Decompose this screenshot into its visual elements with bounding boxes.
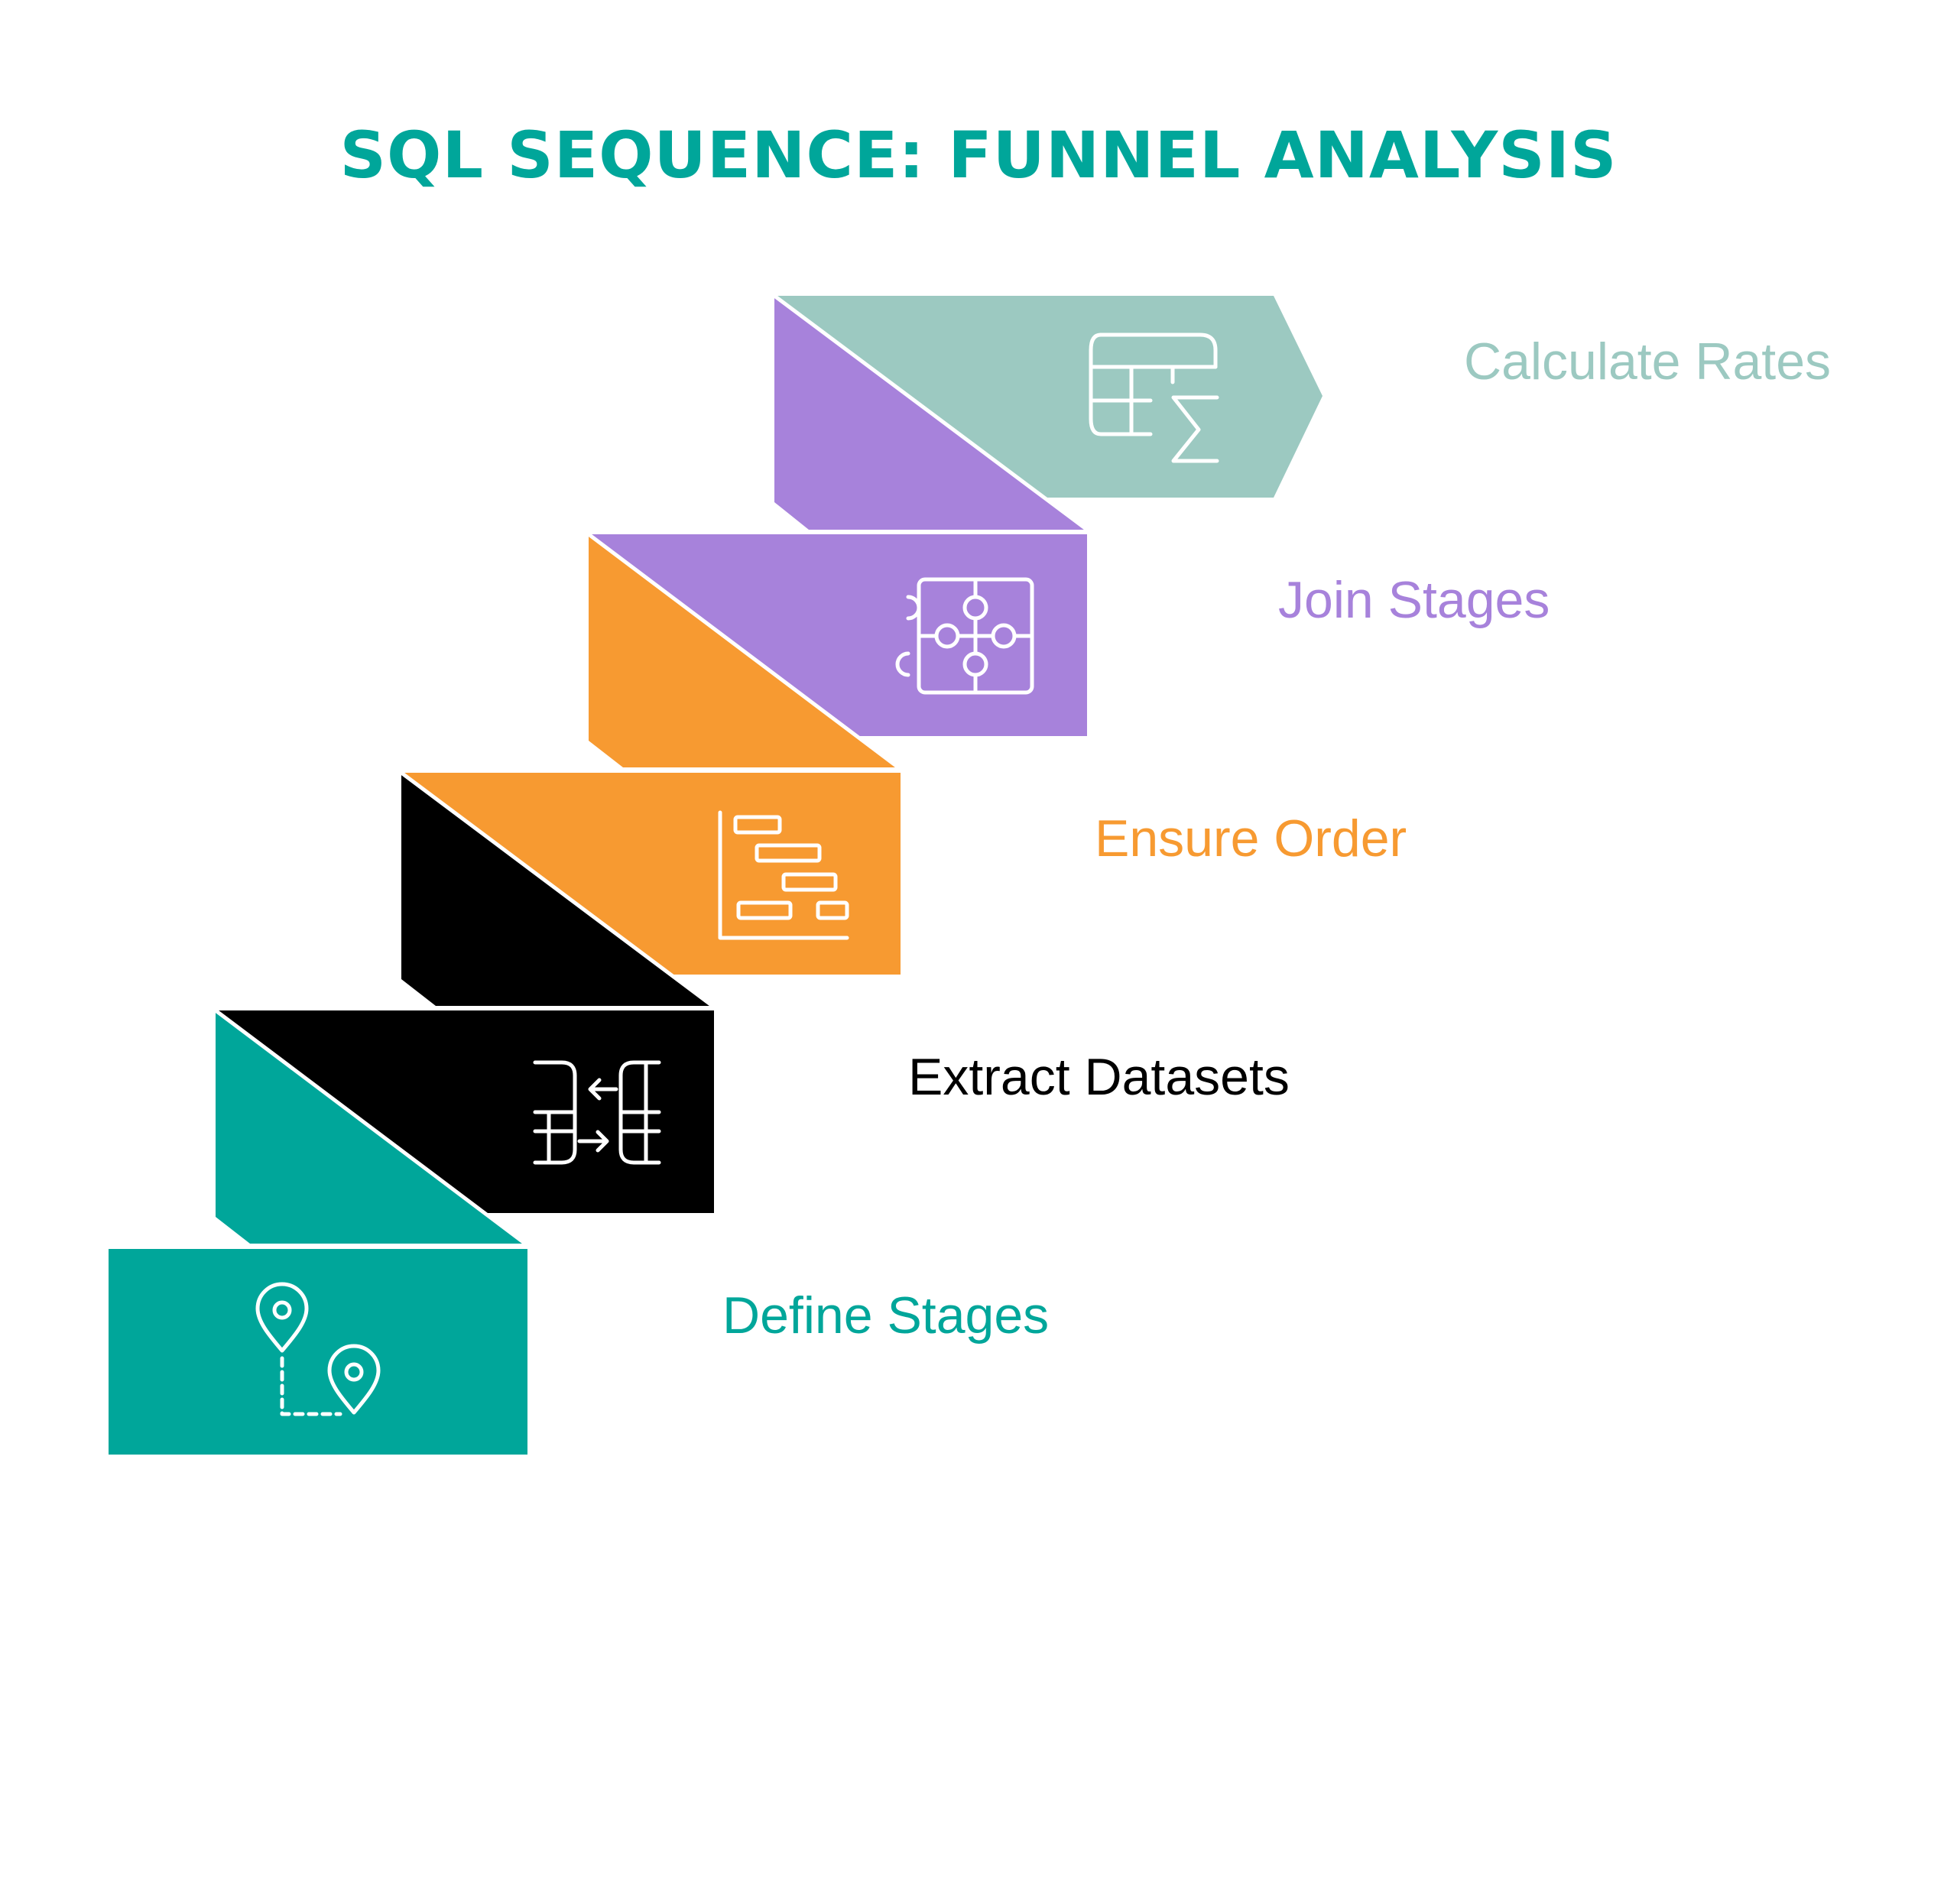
step-define-stages: Define Stages [109, 1249, 1049, 1455]
step-calculate-rates-label: Calculate Rates [1464, 332, 1831, 391]
diagram-title: SQL SEQUENCE: FUNNEL ANALYSIS [340, 118, 1618, 193]
map-route-icon [255, 1282, 381, 1416]
gantt-chart-icon [718, 810, 849, 940]
step-ensure-order-label: Ensure Order [1095, 809, 1407, 868]
puzzle-icon [895, 577, 1034, 695]
step-join-stages-label: Join Stages [1278, 571, 1550, 629]
step-ensure-order: Ensure Order [400, 770, 1407, 1008]
step-divider [214, 1009, 527, 1245]
table-transfer-icon [533, 1060, 661, 1165]
step-join-stages: Join Stages [587, 533, 1550, 769]
step-define-stages-label: Define Stages [722, 1286, 1049, 1344]
step-calculate-rates: Calculate Rates [773, 294, 1831, 532]
step-extract-datasets: Extract Datasets [214, 1009, 1290, 1245]
step-extract-datasets-label: Extract Datasets [908, 1048, 1290, 1106]
step-divider [400, 770, 714, 1008]
step-divider [773, 294, 1089, 532]
step-divider [587, 533, 900, 769]
table-sum-icon [1089, 332, 1219, 463]
step-define-stages-face [109, 1249, 527, 1455]
